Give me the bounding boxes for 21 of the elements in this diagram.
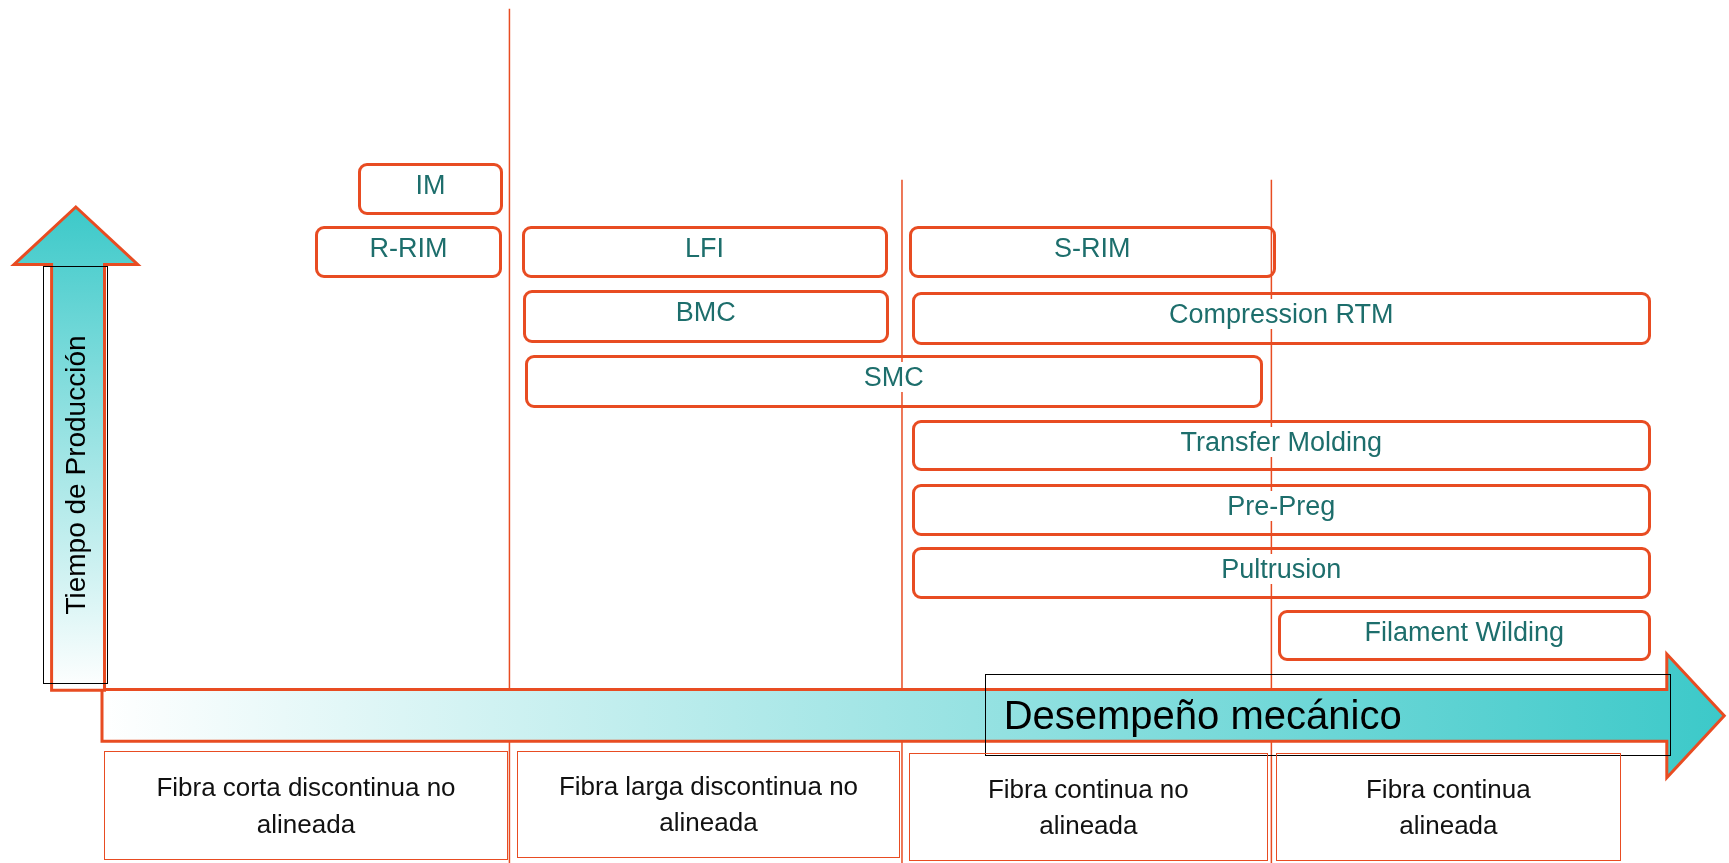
process-box [521, 226, 888, 278]
process-box [1278, 609, 1651, 661]
process-box [908, 226, 1276, 278]
process-box [358, 163, 503, 215]
category-label: Fibra continua no alineada [986, 772, 1190, 843]
category-box [517, 750, 900, 858]
category-label: Fibra continua alineada [1364, 772, 1532, 843]
axis-label: Desempeño mecánico [1003, 692, 1402, 738]
process-box [911, 546, 1651, 599]
category-box [103, 750, 509, 861]
axis-label: Tiempo de Producción [59, 335, 92, 615]
process-box [315, 226, 502, 278]
process-box [911, 292, 1651, 346]
process-box [911, 484, 1651, 536]
process-box [911, 420, 1651, 471]
category-box [1275, 753, 1621, 862]
process-box [524, 355, 1263, 408]
category-box [908, 753, 1269, 862]
category-label: Fibra larga discontinua no alineada [557, 770, 860, 840]
process-box [522, 290, 889, 343]
category-label: Fibra corta discontinua no alineada [155, 771, 457, 841]
